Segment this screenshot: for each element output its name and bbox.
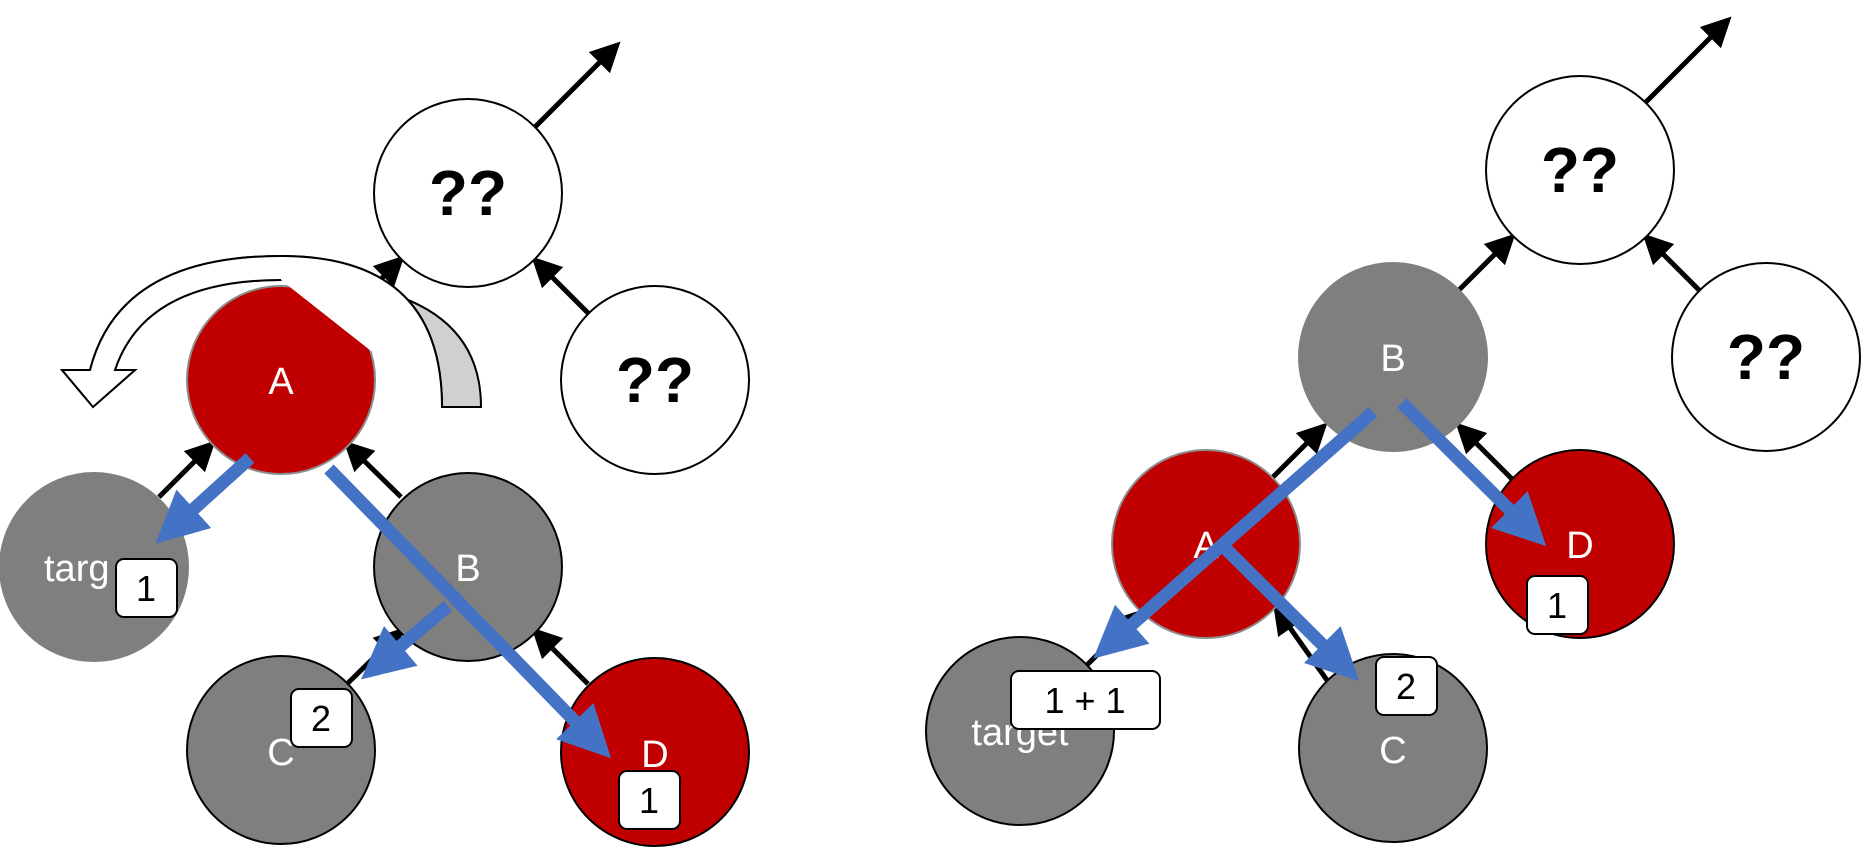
- parent-arrow-d-to-b-right: [1455, 422, 1514, 481]
- left-target-label: targ: [44, 548, 109, 590]
- blue-arrow-a-to-d: [324, 464, 612, 759]
- right-b-label: B: [1380, 338, 1405, 380]
- right-node-a: [1111, 449, 1301, 639]
- left-sibling-unknown-label: ??: [616, 344, 694, 416]
- left-node-sibling-unknown: [560, 285, 750, 475]
- left-node-a: [186, 285, 376, 475]
- right-target-badge-label: 1 + 1: [1044, 680, 1125, 721]
- parent-arrow-b-to-top-right: [1457, 233, 1516, 292]
- parent-arrow-b-to-a: [343, 440, 403, 499]
- parent-arrow-top-out-right: [1644, 16, 1732, 104]
- left-node-b: [373, 472, 563, 662]
- right-d-badge: [1526, 575, 1589, 635]
- parent-arrow-a-to-b-right: [1269, 422, 1328, 481]
- right-node-top-unknown: [1485, 75, 1675, 265]
- right-target-badge: [1010, 670, 1161, 730]
- blue-arrow-b-to-d: [1397, 398, 1547, 547]
- right-d-label: D: [1566, 525, 1593, 567]
- right-c-badge-label: 2: [1396, 666, 1416, 707]
- blue-arrow-a-to-c: [1221, 544, 1360, 682]
- blue-arrow-b-to-c: [361, 601, 453, 680]
- blue-arrow-a-to-target: [155, 453, 255, 544]
- rotation-arrow-front: [59, 254, 443, 409]
- right-d-badge-label: 1: [1547, 585, 1567, 626]
- left-c-badge-label: 2: [311, 698, 331, 739]
- parent-arrow-sibling-to-top-right: [1642, 233, 1701, 292]
- right-c-badge: [1375, 656, 1438, 716]
- parent-arrow-top-out: [533, 41, 621, 129]
- parent-arrow-d-to-b: [531, 627, 590, 686]
- parent-arrow-sibling-to-top: [531, 256, 590, 315]
- right-c-label: C: [1379, 730, 1406, 772]
- right-node-b: [1298, 262, 1488, 452]
- left-target-badge-label: 1: [136, 568, 156, 609]
- left-c-badge: [290, 688, 353, 748]
- left-tree: ?? ?? A targ B C D 1 2 1: [0, 41, 750, 847]
- left-d-label: D: [641, 734, 668, 776]
- left-target-badge: [115, 558, 178, 618]
- right-node-c: [1298, 653, 1488, 843]
- left-d-badge-label: 1: [639, 780, 659, 821]
- right-tree: ?? ?? B A D target C 1 1 + 1 2: [925, 16, 1861, 843]
- left-a-label: A: [268, 361, 294, 403]
- right-sibling-unknown-label: ??: [1727, 321, 1805, 393]
- left-d-badge: [618, 770, 681, 830]
- blue-arrow-b-to-target: [1093, 407, 1378, 659]
- right-top-unknown-label: ??: [1541, 134, 1619, 206]
- left-top-unknown-label: ??: [429, 157, 507, 229]
- left-node-top-unknown: [373, 98, 563, 288]
- parent-arrow-target-to-a: [157, 440, 216, 499]
- left-b-label: B: [455, 548, 480, 590]
- right-node-sibling-unknown: [1671, 262, 1861, 452]
